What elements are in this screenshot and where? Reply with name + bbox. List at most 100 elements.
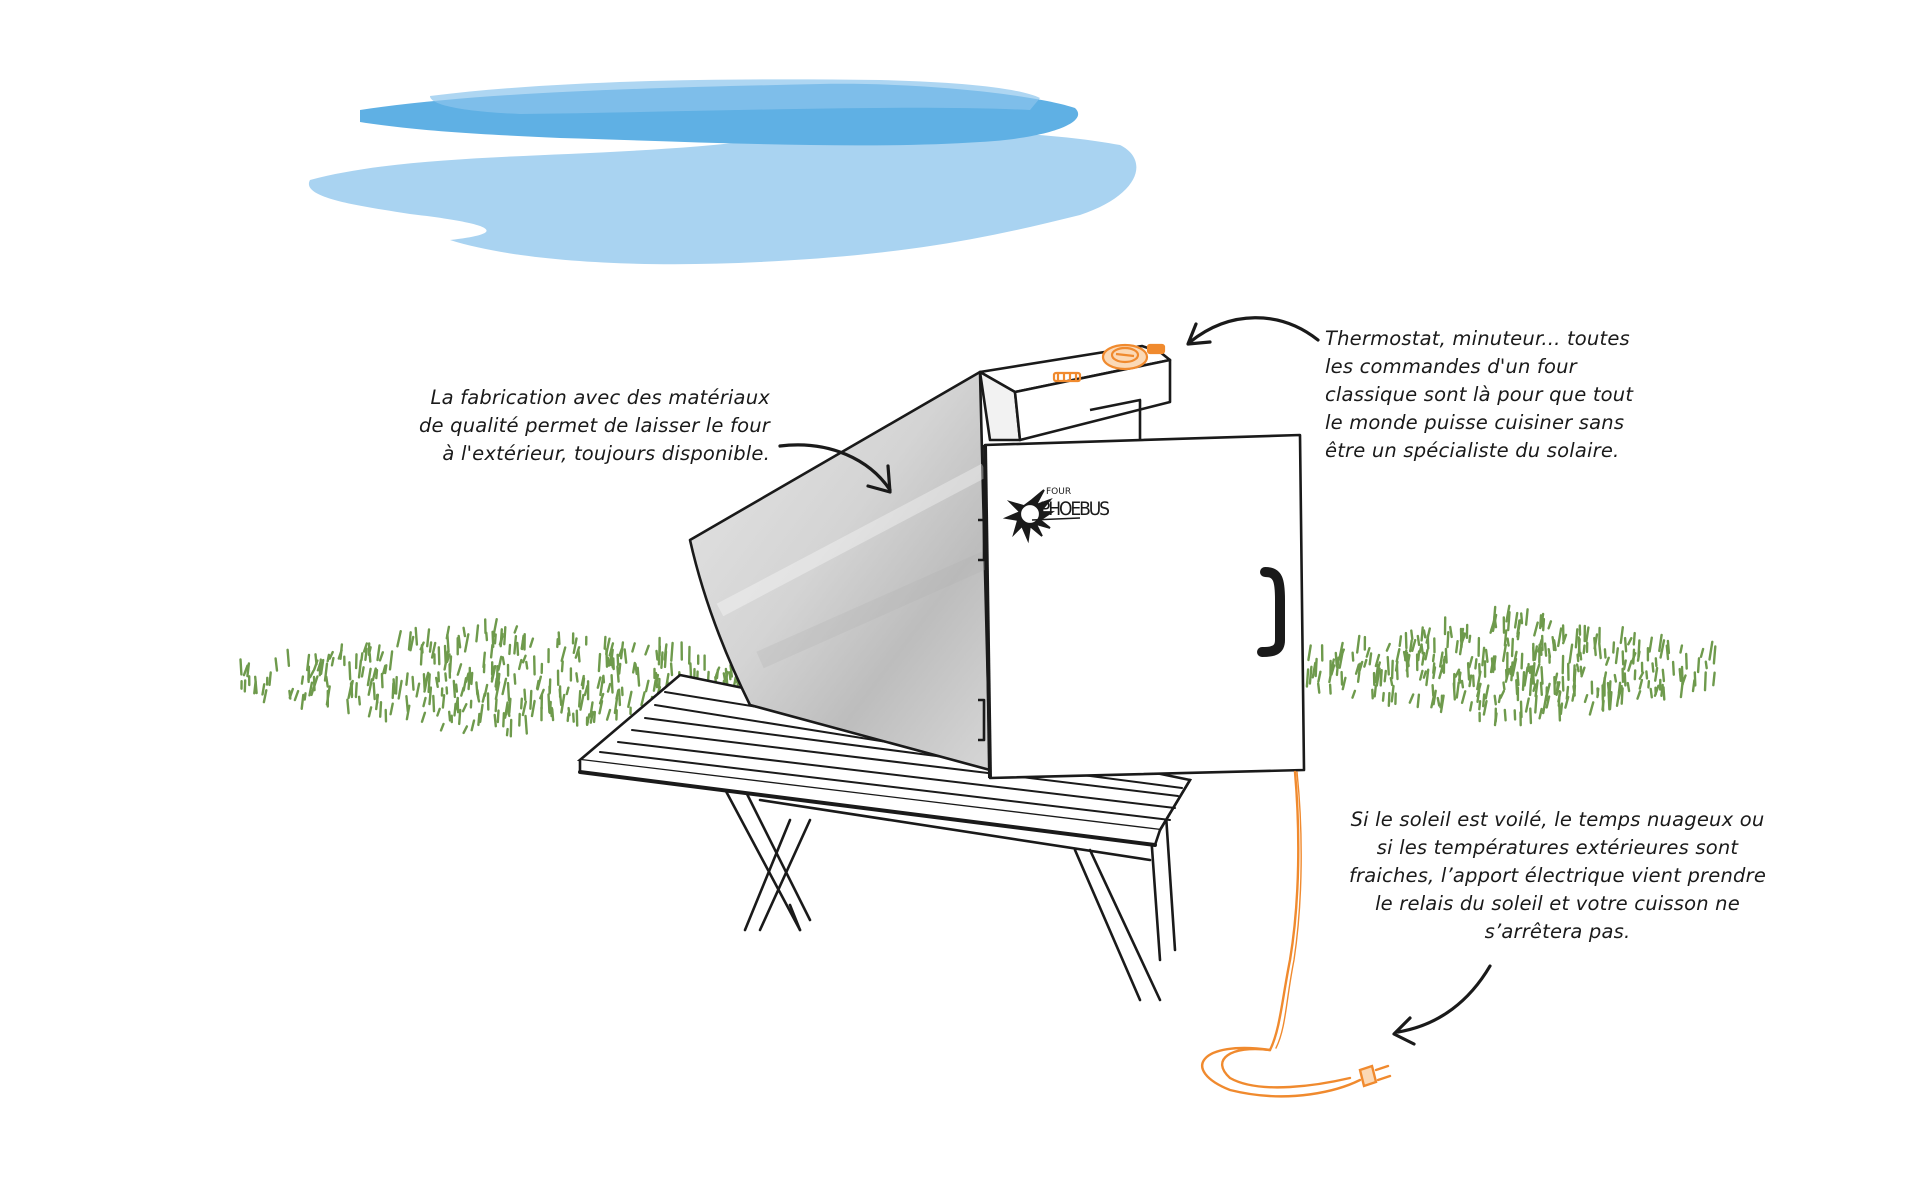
grass-blade [607,655,613,667]
grass-blade [1404,631,1408,650]
grass-blade [1558,703,1562,722]
grass-blade [501,677,508,696]
grass-blade [1476,682,1482,698]
grass-blade [1395,648,1401,663]
grass-blade [1621,650,1625,666]
grass-blade [1585,626,1590,643]
grass-blade [435,676,439,688]
grass-blade [1497,694,1502,704]
grass-blade [477,712,481,727]
grass-blade [300,675,305,685]
grass-blade [1307,644,1312,662]
grass-blade [1511,657,1518,677]
grass-blade [605,648,609,668]
grass-blade [1416,634,1421,647]
grass-blade [598,692,605,705]
grass-blade [516,641,520,656]
grass-blade [457,634,462,649]
grass-blade [1474,658,1478,670]
grass-blade [589,701,594,718]
grass-blade [606,682,612,693]
grass-blade [1416,693,1421,709]
grass-blade [1466,662,1471,681]
grass-blade [405,672,409,686]
grass-blade [1612,641,1616,654]
grass-blade [1543,642,1548,657]
grass-blade [1608,680,1612,701]
grass-blade [655,649,659,661]
grass-blade [1679,681,1684,699]
grass-blade [636,666,641,687]
grass-blade [605,708,612,721]
grass-blade [1454,640,1459,654]
grass-blade [470,719,476,732]
grass-blade [1452,682,1457,701]
grass-blade [1460,679,1465,689]
grass-blade [1422,670,1428,679]
grass-blade [1553,672,1559,685]
grass-blade [420,711,427,723]
grass-blade [644,644,650,656]
grass-blade [1561,675,1565,692]
grass-blade [325,675,329,688]
grass-blade [508,643,512,656]
grass-blade [1387,691,1391,707]
grass-blade [618,647,623,657]
grass-blade [497,655,503,671]
grass-blade [603,635,607,650]
grass-blade [432,694,436,713]
grass-blade [1638,678,1644,690]
grass-blade [1408,693,1415,704]
grass-blade [443,644,447,665]
grass-blade [428,641,433,653]
grass-blade [246,662,251,678]
grass-blade [1613,673,1618,683]
grass-blade [493,633,497,645]
grass-blade [1405,658,1409,678]
grass-blade [405,695,409,713]
grass-blade [1556,627,1563,648]
grass-blade [566,712,570,723]
grass-blade [1636,690,1642,700]
grass-blade [1545,695,1551,709]
grass-blade [1524,697,1530,713]
grass-blade [300,693,305,710]
grass-blade [574,646,581,659]
grass-blade [456,696,460,714]
grass-blade [360,652,364,662]
grass-blade [1712,671,1716,687]
grass-blade [1493,694,1498,706]
grass-blade [1647,680,1651,689]
grass-blade [1671,660,1676,676]
grass-blade [1506,637,1510,647]
grass-blade [1418,669,1424,681]
grass-blade [1532,683,1537,692]
grass-blade [372,682,376,701]
grass-blade [367,678,373,696]
grass-blade [375,668,379,680]
grass-blade [375,693,380,711]
grass-blade [481,692,486,703]
grass-blade [1438,651,1444,668]
grass-blade [1627,637,1633,646]
grass-blade [558,688,563,707]
grass-blade [261,683,266,696]
grass-blade [1390,684,1395,703]
grass-blade [1351,689,1357,699]
grass-blade [505,727,509,737]
grass-blade [521,700,527,717]
grass-blade [560,693,566,714]
grass-blade [1308,665,1313,685]
grass-blade [596,676,602,689]
grass-blade [384,664,388,675]
grass-blade [1468,656,1474,669]
grass-blade [1446,631,1450,649]
grass-blade [318,658,322,677]
grass-blade [1468,634,1472,644]
grass-blade [1539,646,1543,656]
grass-blade [448,655,453,674]
grass-blade [502,712,506,728]
grass-blade [560,646,567,662]
grass-blade [1658,633,1663,653]
